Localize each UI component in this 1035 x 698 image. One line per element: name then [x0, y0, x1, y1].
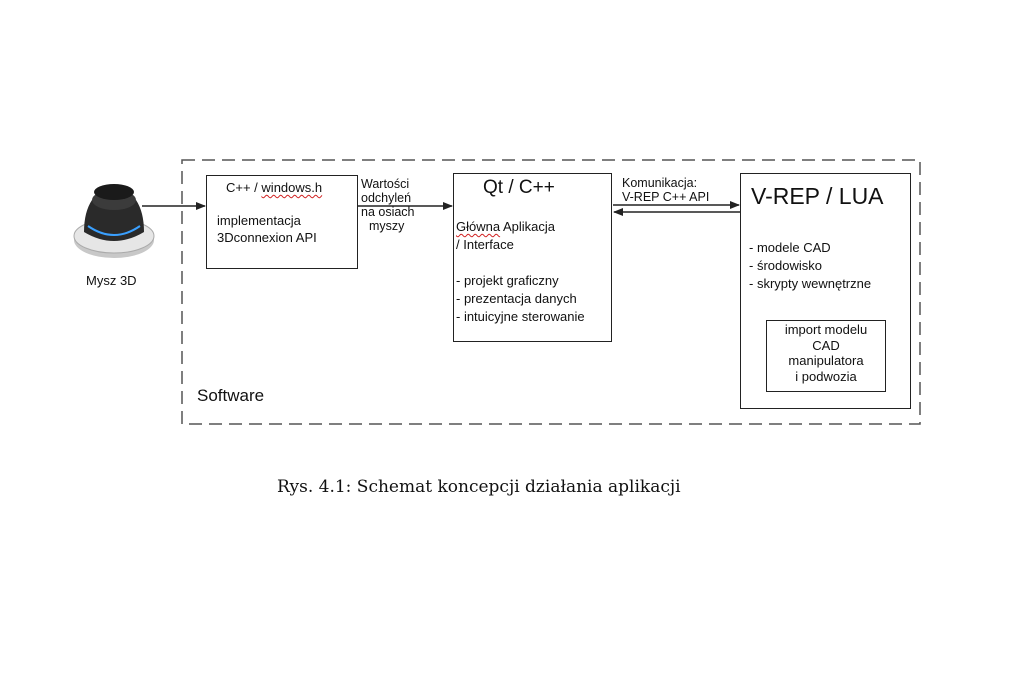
qt-cpp-box: Qt / C++ Główna Aplikacja / Interface - … [453, 173, 612, 342]
cpp-box-line2: 3Dconnexion API [217, 230, 317, 245]
qt-subtitle-glowna: Główna [456, 219, 501, 234]
communication-label: Komunikacja: V-REP C++ API [622, 176, 709, 204]
values-arrow-label: Wartości odchyleń na osiach myszy [361, 177, 415, 233]
vrep-lua-box: V-REP / LUA - modele CAD - środowisko - … [740, 173, 911, 409]
vrep-item-1: - modele CAD [749, 240, 831, 255]
values-label-line3: na osiach [361, 205, 415, 219]
vrep-box-title: V-REP / LUA [751, 183, 884, 209]
values-label-line1: Wartości [361, 177, 410, 191]
comm-label-line2: V-REP C++ API [622, 190, 710, 204]
qt-box-subtitle1: Główna Aplikacja [456, 219, 555, 235]
cpp-box-title: C++ / windows.h [226, 180, 323, 196]
qt-item-3: - intuicyjne sterowanie [456, 309, 585, 324]
cad-import-box: import modelu CAD manipulatora i podwozi… [766, 320, 886, 392]
figure-caption: Rys. 4.1: Schemat koncepcji działania ap… [277, 477, 681, 497]
values-label-line4: myszy [369, 219, 405, 233]
cpp-box-line1: implementacja [217, 213, 301, 228]
vrep-item-3: - skrypty wewnętrzne [749, 276, 872, 291]
cad-import-line1: import modelu [784, 322, 868, 337]
cad-import-line2: CAD [812, 337, 840, 353]
cad-import-line3: manipulatora [788, 353, 864, 369]
qt-box-title: Qt / C++ [483, 177, 555, 198]
software-label: Software [197, 386, 265, 405]
qt-item-2: - prezentacja danych [456, 291, 577, 306]
qt-subtitle-aplikacja: Aplikacja [500, 219, 555, 234]
software-boundary [181, 159, 921, 425]
comm-label-line1: Komunikacja: [622, 176, 698, 190]
cpp-title-prefix: C++ / [226, 180, 262, 195]
qt-box-subtitle2: / Interface [456, 237, 514, 252]
mouse-3d-icon [73, 184, 155, 258]
cad-import-text: import modelu CAD manipulatora i podwozi… [767, 322, 885, 384]
cpp-title-windows-h: windows.h [261, 180, 323, 195]
mouse-label: Mysz 3D [86, 273, 137, 288]
cad-import-line4: i podwozia [795, 368, 857, 384]
cpp-windows-box: C++ / windows.h implementacja 3Dconnexio… [206, 175, 358, 269]
values-label-line2: odchyleń [361, 191, 412, 205]
qt-item-1: - projekt graficzny [456, 273, 559, 288]
vrep-item-2: - środowisko [749, 258, 822, 273]
